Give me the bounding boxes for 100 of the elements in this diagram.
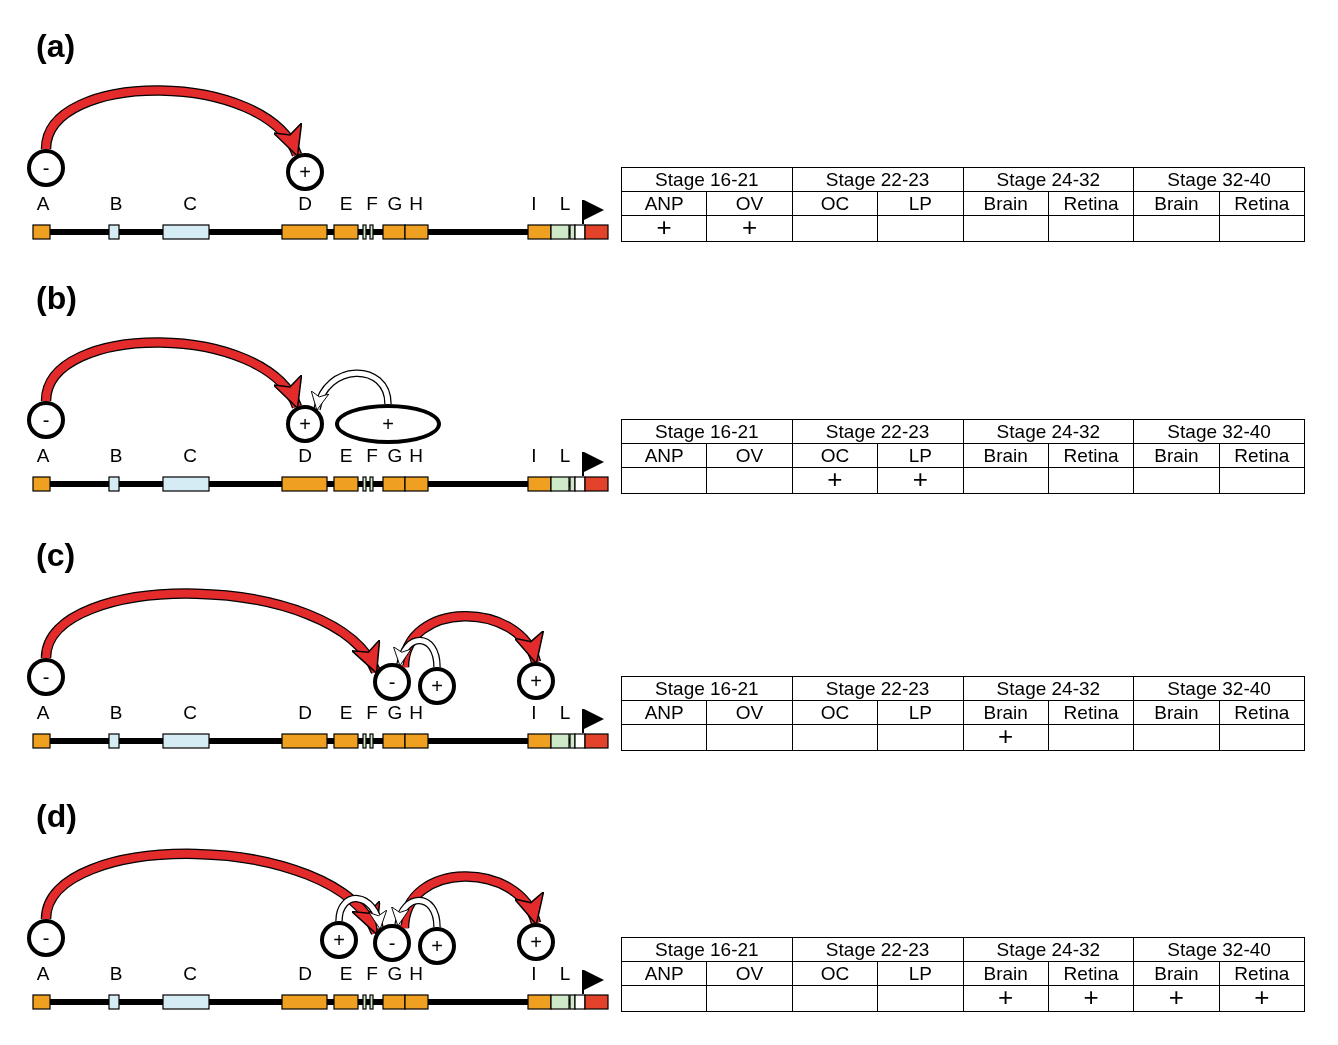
region-label: I xyxy=(531,445,537,467)
region-label: B xyxy=(109,702,123,724)
region-label: I xyxy=(531,963,537,985)
region-label: B xyxy=(109,963,123,985)
expression-mark: + xyxy=(912,468,928,489)
region-label: F xyxy=(366,193,378,215)
panel-label: (a) xyxy=(36,28,76,65)
expression-mark: + xyxy=(998,725,1014,746)
region-label: L xyxy=(559,702,571,724)
region-label: G xyxy=(387,963,403,985)
region-label: H xyxy=(409,445,423,467)
region-label: C xyxy=(183,445,197,467)
stage-header: Stage 16-21 xyxy=(655,168,759,191)
tissue-header: OC xyxy=(820,192,850,215)
tissue-header: ANP xyxy=(644,444,684,467)
tissue-header: OV xyxy=(735,192,764,215)
tissue-header: Retina xyxy=(1234,701,1290,724)
element-oval: + xyxy=(335,404,441,444)
region-label: G xyxy=(387,193,403,215)
region-label: B xyxy=(109,445,123,467)
tissue-header: Brain xyxy=(983,962,1028,985)
stage-header: Stage 32-40 xyxy=(1167,677,1271,700)
region-label: F xyxy=(366,702,378,724)
tissue-header: ANP xyxy=(644,192,684,215)
stage-header: Stage 32-40 xyxy=(1167,420,1271,443)
region-label: D xyxy=(298,445,312,467)
stage-header: Stage 22-23 xyxy=(825,938,930,961)
panel-label: (d) xyxy=(36,798,77,835)
region-label: E xyxy=(339,963,353,985)
tissue-header: Retina xyxy=(1063,444,1119,467)
stage-header: Stage 16-21 xyxy=(655,420,759,443)
tissue-header: LP xyxy=(908,701,932,724)
element-circle: + xyxy=(418,927,456,965)
region-label: C xyxy=(183,193,197,215)
region-label: I xyxy=(531,702,537,724)
tissue-header: ANP xyxy=(644,701,684,724)
tissue-header: OC xyxy=(820,962,850,985)
region-label: L xyxy=(559,445,571,467)
expression-mark: + xyxy=(656,216,672,237)
region-label: I xyxy=(531,193,537,215)
region-label: E xyxy=(339,702,353,724)
tissue-header: Retina xyxy=(1063,192,1119,215)
tissue-header: Retina xyxy=(1063,701,1119,724)
region-label: C xyxy=(183,702,197,724)
region-label: H xyxy=(409,702,423,724)
region-label: B xyxy=(109,193,123,215)
stage-header: Stage 24-32 xyxy=(996,677,1101,700)
tissue-header: OV xyxy=(735,444,764,467)
tissue-header: LP xyxy=(908,962,932,985)
tissue-header: Brain xyxy=(1154,701,1199,724)
element-circle: + xyxy=(320,921,358,959)
element-circle: - xyxy=(373,663,411,701)
panel-label: (c) xyxy=(36,537,76,574)
element-circle: + xyxy=(418,667,456,705)
region-label: A xyxy=(36,445,50,467)
region-label: A xyxy=(36,963,50,985)
tissue-header: Brain xyxy=(983,192,1028,215)
tissue-header: ANP xyxy=(644,962,684,985)
tissue-header: Brain xyxy=(1154,192,1199,215)
element-circle: + xyxy=(517,662,555,700)
expression-mark: + xyxy=(998,986,1014,1007)
panel-label: (b) xyxy=(36,280,77,317)
region-label: C xyxy=(183,963,197,985)
tissue-header: OV xyxy=(735,962,764,985)
stage-header: Stage 16-21 xyxy=(655,677,759,700)
stage-header: Stage 24-32 xyxy=(996,420,1101,443)
region-label: D xyxy=(298,702,312,724)
region-label: E xyxy=(339,445,353,467)
region-label: L xyxy=(559,193,571,215)
element-circle: - xyxy=(27,401,65,439)
region-label: A xyxy=(36,702,50,724)
tissue-header: OC xyxy=(820,444,850,467)
tissue-header: Brain xyxy=(983,701,1028,724)
element-circle: - xyxy=(27,658,65,696)
tissue-header: Retina xyxy=(1234,962,1290,985)
region-label: E xyxy=(339,193,353,215)
tissue-header: OV xyxy=(735,701,764,724)
region-label: H xyxy=(409,963,423,985)
stage-header: Stage 16-21 xyxy=(655,938,759,961)
tissue-header: LP xyxy=(908,192,932,215)
expression-mark: + xyxy=(1168,986,1185,1007)
tissue-header: OC xyxy=(820,701,850,724)
region-label: D xyxy=(298,963,312,985)
region-label: L xyxy=(559,963,571,985)
region-label: F xyxy=(366,445,378,467)
region-label: D xyxy=(298,193,312,215)
stage-header: Stage 24-32 xyxy=(996,938,1101,961)
element-circle: + xyxy=(517,923,555,961)
stage-header: Stage 22-23 xyxy=(825,420,930,443)
region-label: G xyxy=(387,702,403,724)
tissue-header: Retina xyxy=(1234,192,1290,215)
tissue-header: Brain xyxy=(983,444,1028,467)
stage-header: Stage 22-23 xyxy=(825,677,930,700)
tissue-header: Brain xyxy=(1154,962,1199,985)
region-label: F xyxy=(366,963,378,985)
stage-header: Stage 24-32 xyxy=(996,168,1101,191)
element-circle: - xyxy=(27,149,65,187)
expression-mark: + xyxy=(1083,986,1099,1007)
expression-mark: + xyxy=(741,216,758,237)
element-circle: + xyxy=(286,405,324,443)
